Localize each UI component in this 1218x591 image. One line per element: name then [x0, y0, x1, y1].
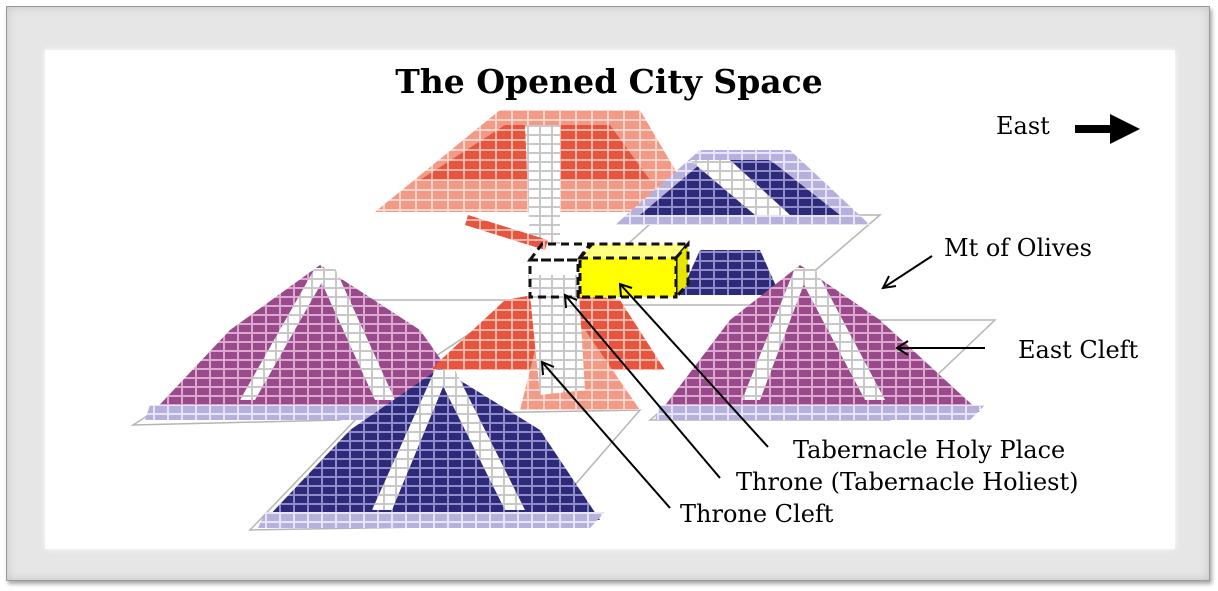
north-mountain — [375, 110, 700, 250]
label-holy-place: Tabernacle Holy Place — [793, 436, 1065, 464]
right-arrow-icon — [1075, 114, 1140, 144]
holy-place-box — [580, 244, 688, 297]
label-throne-cleft: Throne Cleft — [680, 500, 833, 528]
label-east-cleft: East Cleft — [1018, 336, 1138, 364]
label-mt-of-olives: Mt of Olives — [944, 234, 1092, 262]
compass-east-label: East — [996, 112, 1050, 140]
diagram-title: The Opened City Space — [0, 62, 1218, 101]
label-throne: Throne (Tabernacle Holiest) — [736, 468, 1079, 496]
mt-of-olives-pointer — [883, 256, 932, 288]
